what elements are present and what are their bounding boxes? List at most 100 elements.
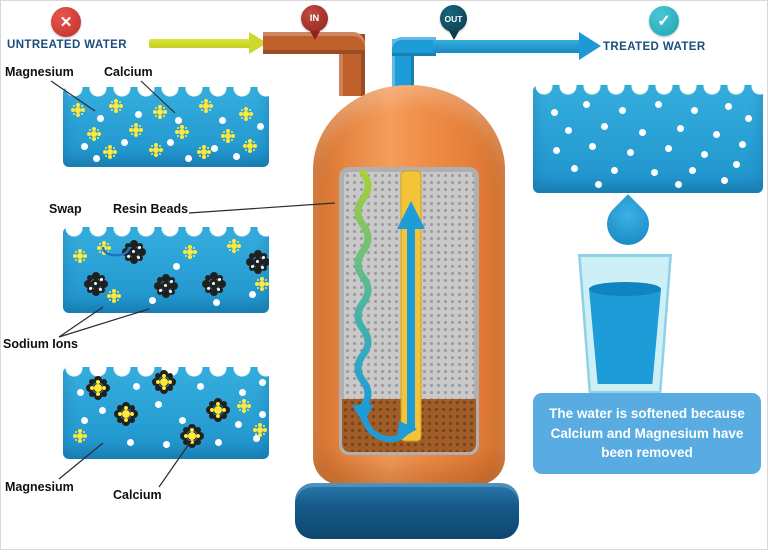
calcium-ion-icon <box>107 149 113 155</box>
magnesium-ion-icon <box>77 389 84 396</box>
magnesium-ion-icon <box>135 111 142 118</box>
magnesium-ion-icon <box>197 383 204 390</box>
exchange-ions <box>63 227 269 313</box>
magnesium-ion-icon <box>211 145 218 152</box>
magnesium-ion-icon <box>639 129 646 136</box>
resin-bead-captured-icon <box>93 383 103 393</box>
magnesium-ion-icon <box>571 165 578 172</box>
tank-base <box>295 483 519 539</box>
calcium-ion-icon <box>203 103 209 109</box>
calcium-ion-icon <box>257 427 263 433</box>
magnesium-label-top: Magnesium <box>5 65 74 79</box>
magnesium-ion-icon <box>655 101 662 108</box>
calcium-ion-icon <box>77 433 83 439</box>
down-flow-arrow-head <box>352 405 374 423</box>
calcium-ion-icon <box>241 403 247 409</box>
bottom-turn-arrow-head <box>397 421 417 441</box>
magnesium-ion-icon <box>93 155 100 162</box>
magnesium-ion-icon <box>219 117 226 124</box>
treated-water-tank <box>533 85 763 193</box>
out-badge-label: OUT <box>444 13 463 24</box>
magnesium-ion-icon <box>733 161 740 168</box>
magnesium-ion-icon <box>565 127 572 134</box>
magnesium-ion-icon <box>163 441 170 448</box>
calcium-ion-icon <box>259 281 265 287</box>
magnesium-ion-icon <box>675 181 682 188</box>
calcium-ion-icon <box>247 143 253 149</box>
untreated-water-label: UNTREATED WATER <box>7 39 127 51</box>
magnesium-ion-icon <box>81 417 88 424</box>
treated-flow-arrow-head <box>579 32 601 60</box>
magnesium-ion-icon <box>127 439 134 446</box>
magnesium-ion-icon <box>745 115 752 122</box>
magnesium-ion-icon <box>627 149 634 156</box>
magnesium-ion-icon <box>167 139 174 146</box>
magnesium-ion-icon <box>677 125 684 132</box>
water-glass-icon <box>577 254 673 394</box>
calcium-ion-icon <box>231 243 237 249</box>
magnesium-ion-icon <box>701 151 708 158</box>
magnesium-ion-icon <box>99 407 106 414</box>
sodium-resin-bead-icon <box>129 247 139 257</box>
result-caption: The water is softened because Calcium an… <box>533 393 761 474</box>
magnesium-ion-icon <box>725 103 732 110</box>
sodium-resin-bead-icon <box>91 279 101 289</box>
calcium-ion-icon <box>225 133 231 139</box>
magnesium-ion-icon <box>185 155 192 162</box>
magnesium-ion-icon <box>257 123 264 130</box>
sodium-resin-bead-icon <box>209 279 219 289</box>
out-badge: OUT <box>440 5 467 40</box>
captured-minerals-tank <box>63 367 269 459</box>
calcium-ion-icon <box>201 149 207 155</box>
magnesium-ion-icon <box>583 101 590 108</box>
magnesium-ion-icon <box>691 107 698 114</box>
magnesium-ion-icon <box>149 297 156 304</box>
treated-flow-arrow-shaft <box>433 40 581 53</box>
magnesium-ion-icon <box>235 421 242 428</box>
calcium-ion-icon <box>179 129 185 135</box>
untreated-flow-arrow-shaft <box>149 39 251 48</box>
untreated-flow-arrow-head <box>249 32 267 54</box>
magnesium-ion-icon <box>173 263 180 270</box>
glass-water-surface <box>589 282 661 296</box>
in-badge-label: IN <box>309 13 320 24</box>
water-drop-icon <box>598 194 658 254</box>
magnesium-ion-icon <box>239 389 246 396</box>
sodium-resin-bead-icon <box>161 281 171 291</box>
untreated-x-badge: ✕ <box>51 7 81 37</box>
magnesium-ion-icon <box>713 131 720 138</box>
check-icon: ✓ <box>657 13 671 30</box>
swap-label: Swap <box>49 202 82 216</box>
magnesium-ion-icon <box>259 379 266 386</box>
flow-arrows-graphic <box>352 169 425 443</box>
magnesium-ion-icon <box>155 401 162 408</box>
pointer-sodium-2 <box>58 308 150 338</box>
up-flow-arrow-shaft <box>407 227 415 431</box>
treated-ions <box>533 85 763 193</box>
treated-water-label: TREATED WATER <box>603 41 706 53</box>
calcium-ion-icon <box>77 253 83 259</box>
magnesium-ion-icon <box>133 383 140 390</box>
up-flow-arrow-head <box>397 201 425 229</box>
magnesium-ion-icon <box>589 143 596 150</box>
calcium-ion-icon <box>91 131 97 137</box>
untreated-ions <box>63 87 269 167</box>
magnesium-ion-icon <box>213 299 220 306</box>
glass-water <box>589 289 661 384</box>
untreated-water-tank <box>63 87 269 167</box>
resin-bead-captured-icon <box>121 409 131 419</box>
calcium-label-bottom: Calcium <box>113 488 162 502</box>
captured-ions <box>63 367 269 459</box>
magnesium-ion-icon <box>97 115 104 122</box>
magnesium-ion-icon <box>595 181 602 188</box>
calcium-ion-icon <box>187 249 193 255</box>
magnesium-ion-icon <box>259 411 266 418</box>
magnesium-ion-icon <box>551 109 558 116</box>
resin-bead-captured-icon <box>187 431 197 441</box>
calcium-label-top: Calcium <box>104 65 153 79</box>
resin-bead-captured-icon <box>213 405 223 415</box>
ion-exchange-tank <box>63 227 269 313</box>
sodium-ions-label: Sodium Ions <box>3 337 78 351</box>
calcium-ion-icon <box>153 147 159 153</box>
